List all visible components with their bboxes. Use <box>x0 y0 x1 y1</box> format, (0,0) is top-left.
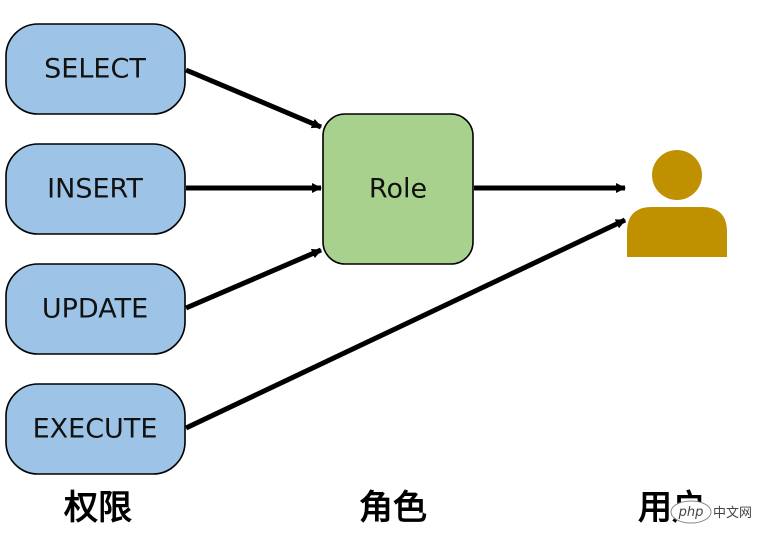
privilege-label: UPDATE <box>42 294 148 325</box>
label-privileges: 权限 <box>63 488 132 528</box>
watermark-text: 中文网 <box>713 506 752 521</box>
user-icon <box>627 150 727 257</box>
role-label: Role <box>369 174 427 205</box>
php-logo <box>670 500 712 524</box>
arrow-select-to-role <box>185 67 322 130</box>
privilege-label: SELECT <box>44 54 146 85</box>
arrow-update-to-role <box>185 247 322 311</box>
php-logo-text: php <box>678 505 704 520</box>
privilege-node-execute: EXECUTE <box>5 383 186 475</box>
privilege-node-select: SELECT <box>5 23 186 115</box>
arrow-execute-to-user <box>184 217 627 431</box>
role-node: Role <box>322 113 474 265</box>
privilege-label: EXECUTE <box>33 414 158 445</box>
privilege-node-insert: INSERT <box>5 143 186 235</box>
privilege-node-update: UPDATE <box>5 263 186 355</box>
watermark: php 中文网 <box>670 500 752 524</box>
label-role: 角色 <box>359 488 427 528</box>
privilege-label: INSERT <box>47 174 143 205</box>
